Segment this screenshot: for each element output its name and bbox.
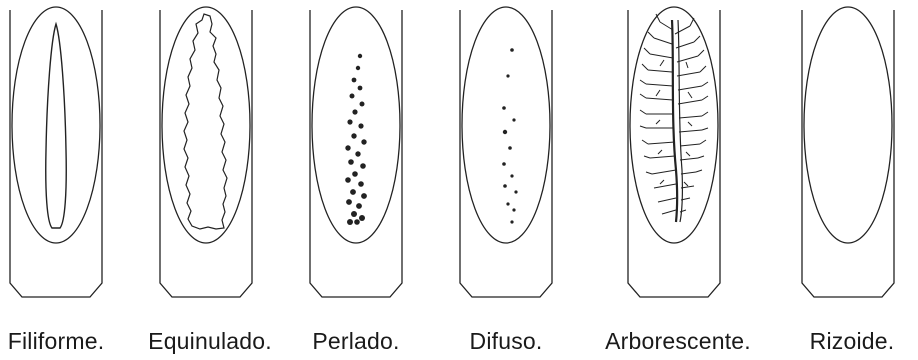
- tube-outline: [10, 10, 102, 297]
- caption-difuso: Difuso.: [470, 328, 543, 355]
- growth-echinulate: [184, 14, 227, 229]
- stab-ellipse: [12, 7, 100, 243]
- caption-filiforme: Filiforme.: [8, 328, 105, 355]
- stab-ellipse: [312, 7, 400, 243]
- tube-outline: [460, 10, 552, 297]
- growth-arborescent: [640, 14, 708, 222]
- tube-outline: [802, 10, 894, 297]
- growth-effuse: [502, 48, 517, 223]
- growth-filiform: [46, 24, 67, 228]
- tube-difuso: [460, 7, 552, 297]
- growth-beaded: [345, 54, 367, 225]
- tube-arborescente: [628, 7, 720, 297]
- tube-rizoide: [802, 7, 894, 297]
- tube-filiforme: [10, 7, 102, 297]
- caption-arborescente: Arborescente.: [605, 328, 751, 355]
- caption-perlado: Perlado.: [312, 328, 399, 355]
- stab-ellipse: [162, 7, 250, 243]
- caption-rizoide: Rizoide.: [810, 328, 895, 355]
- tube-outline: [160, 10, 252, 297]
- caption-equinulado: Equinulado.: [148, 328, 272, 355]
- tube-equinulado: [160, 7, 252, 297]
- stab-ellipse: [804, 7, 892, 243]
- stab-ellipse: [462, 7, 550, 243]
- tube-perlado: [310, 7, 402, 297]
